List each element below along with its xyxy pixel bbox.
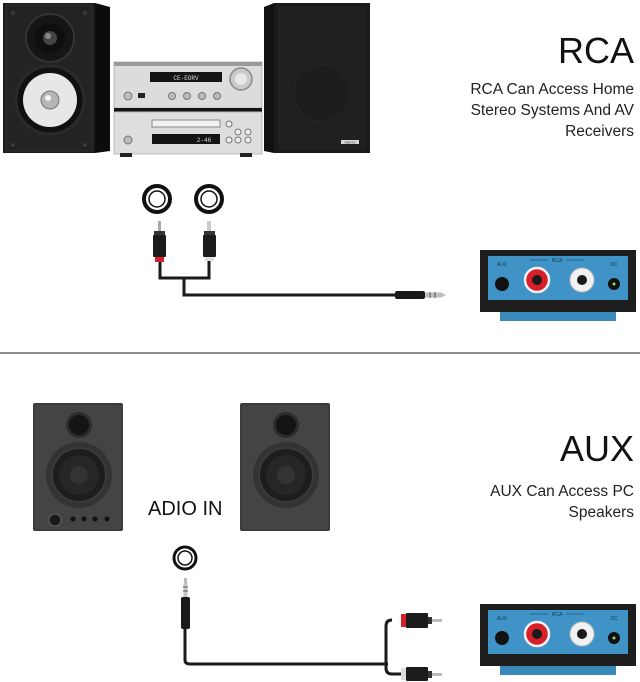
stereo-receiver: CE-EORV 2-46	[113, 61, 263, 157]
rca-plug-white-icon	[203, 221, 216, 261]
panel-label-dc: DC	[610, 616, 618, 622]
aux-port-icon	[495, 631, 509, 645]
receiver-display: CE-EORV	[173, 75, 199, 82]
audio-in-label: ADIO IN	[148, 498, 223, 520]
panel-label-rca: RCA	[552, 612, 563, 618]
aux-socket-icon	[172, 545, 198, 571]
woofer-icon	[14, 64, 86, 136]
speaker-brand: ONKYO	[345, 141, 357, 145]
rca-description: RCA Can Access Home Stereo Systems And A…	[470, 79, 634, 142]
volume-knob-icon	[48, 513, 62, 527]
aux-adapter-device: AUX RCA DC	[480, 604, 636, 675]
tweeter-icon	[25, 13, 75, 63]
aux-description-line-1: AUX Can Access PC	[490, 483, 634, 500]
panel-label-rca: RCA	[552, 258, 563, 264]
tweeter-icon	[66, 412, 92, 438]
woofer-icon	[46, 442, 112, 508]
aux-port-icon	[495, 277, 509, 291]
rca-plug-white-icon	[401, 667, 442, 681]
rca-adapter-device: AUX RCA DC	[480, 250, 636, 321]
tweeter-icon	[273, 412, 299, 438]
rca-description-line-3: Receivers	[565, 123, 634, 140]
rca-plug-red-icon	[401, 613, 442, 628]
rca-heading: RCA	[557, 30, 634, 71]
right-pc-speaker	[240, 403, 330, 531]
right-bookshelf-speaker: ONKYO	[264, 3, 370, 153]
left-bookshelf-speaker	[3, 3, 110, 153]
aux-jack-icon	[181, 578, 190, 629]
section-divider	[0, 352, 640, 354]
rca-description-line-1: RCA Can Access Home	[470, 81, 634, 98]
rca-description-line-2: Stereo Systems And AV	[470, 102, 634, 119]
panel-label-aux: AUX	[497, 262, 508, 268]
aux-description-line-2: Speakers	[568, 504, 634, 521]
rca-socket-left-icon	[142, 184, 172, 214]
aux-heading: AUX	[559, 428, 634, 469]
panel-label-aux: AUX	[497, 616, 508, 622]
aux-description: AUX Can Access PC Speakers	[490, 481, 634, 523]
woofer-icon	[253, 442, 319, 508]
cd-display: 2-46	[197, 137, 212, 144]
aux-jack-icon	[395, 291, 446, 299]
panel-label-dc: DC	[610, 262, 618, 268]
rca-plug-red-icon	[153, 221, 166, 262]
rca-socket-right-icon	[194, 184, 224, 214]
left-pc-speaker	[33, 403, 123, 531]
